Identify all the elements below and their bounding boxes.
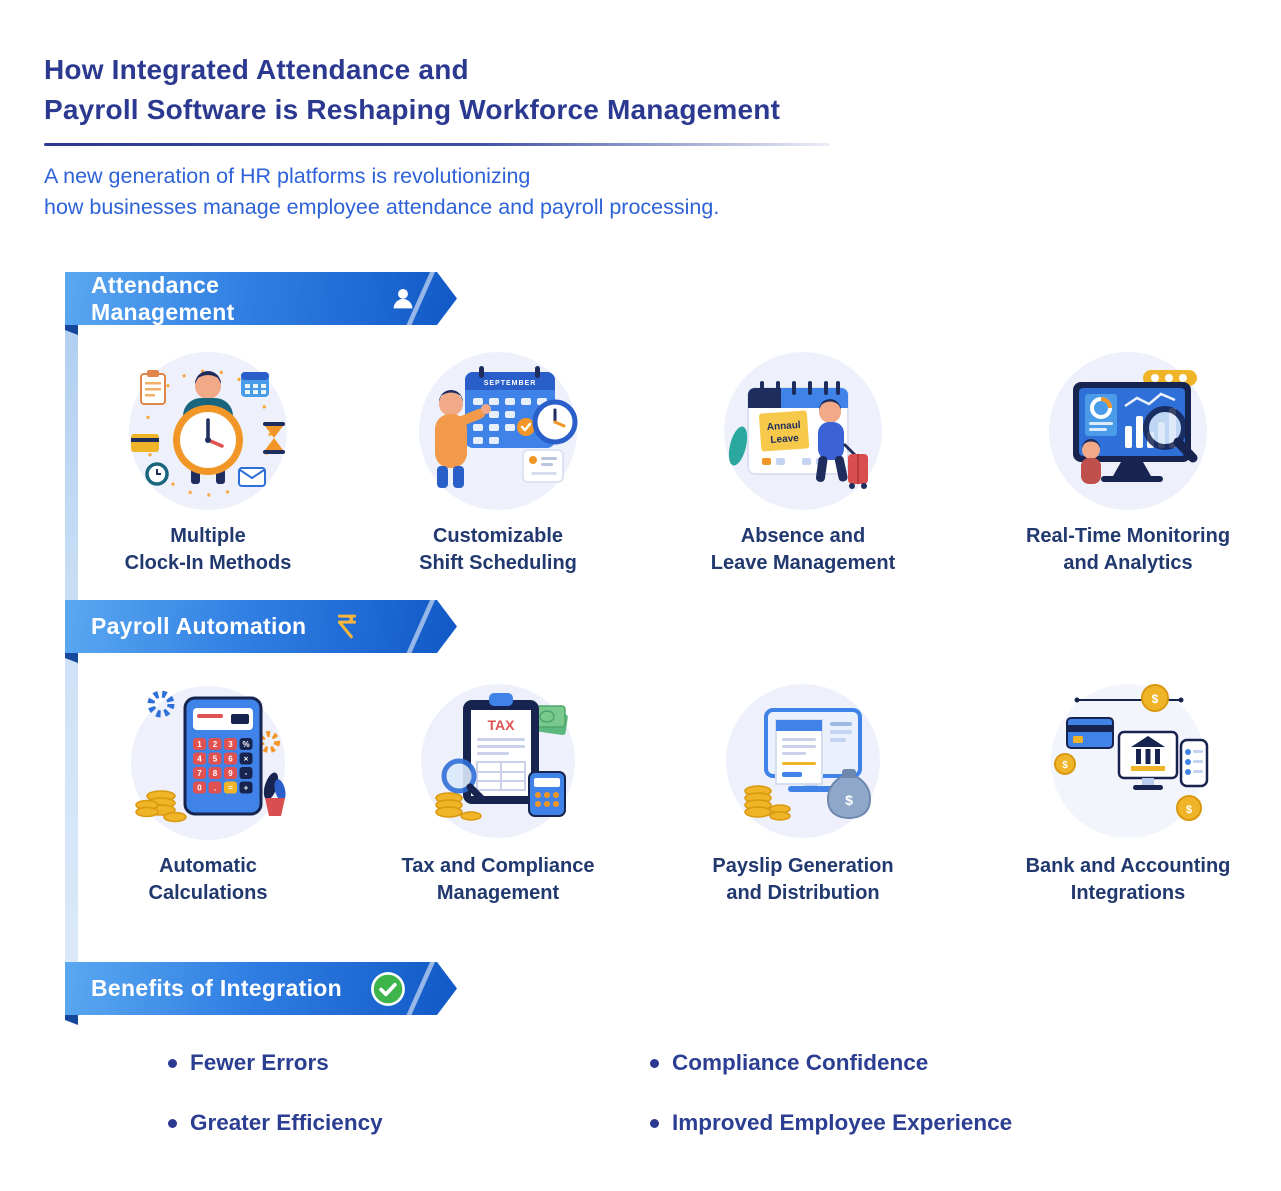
ribbon-sheen: [404, 596, 437, 658]
card-label: Multiple Clock-In Methods: [124, 525, 292, 574]
leave-management-illustration-svg: Annaul Leave: [724, 352, 882, 510]
svg-text:4: 4: [197, 755, 202, 764]
shift-scheduling-illustration-svg: SEPTEMBER: [419, 352, 578, 510]
ribbon-fold: [65, 1014, 78, 1025]
payroll-section-ribbon: Payroll Automation: [65, 600, 457, 653]
card-label: Bank and Accounting Integrations: [1025, 855, 1231, 904]
bank-integrations-illustration: $ $ $: [1043, 678, 1213, 848]
payslip-illustration-svg: $: [726, 684, 880, 838]
benefits-list: Fewer Errors Compliance Confidence Great…: [168, 1050, 1012, 1136]
tax-compliance-illustration-svg: TAX: [421, 684, 575, 838]
card-label: Payslip Generation and Distribution: [712, 855, 894, 904]
subtitle-line-1: A new generation of HR platforms is revo…: [44, 164, 531, 188]
page-subtitle: A new generation of HR platforms is revo…: [44, 161, 1234, 223]
svg-text:9: 9: [228, 769, 233, 778]
title-divider: [44, 143, 830, 146]
card-label: Tax and Compliance Management: [401, 855, 595, 904]
svg-text:5: 5: [213, 755, 218, 764]
money-bag-dollar: $: [845, 792, 853, 808]
benefits-section-ribbon: Benefits of Integration: [65, 962, 457, 1015]
svg-text:=: =: [228, 784, 233, 793]
bank-integrations-illustration-svg: $ $ $: [1051, 684, 1209, 838]
leave-note-line-2: Leave: [770, 433, 799, 446]
subtitle-line-2: how businesses manage employee attendanc…: [44, 195, 720, 219]
bullet-dot: [168, 1058, 177, 1068]
bullet-dot: [168, 1118, 177, 1128]
attendance-section-title: Attendance Management: [91, 271, 235, 325]
rupee-icon: [334, 612, 360, 642]
attendance-section-ribbon: Attendance Management: [65, 272, 457, 325]
bullet-dot: [650, 1118, 659, 1128]
title-line-1: How Integrated Attendance and: [44, 54, 469, 85]
card-shift-scheduling: SEPTEMBER Custom: [358, 348, 638, 577]
card-label: Real-Time Monitoring and Analytics: [1025, 525, 1231, 574]
svg-text:8: 8: [213, 769, 218, 778]
svg-text:-: -: [245, 769, 248, 778]
card-automatic-calculations: 1 2 3 % 4 5 6 × 7 8 9 - 0 . = +: [68, 678, 348, 907]
check-circle-icon: [370, 971, 406, 1007]
tax-compliance-illustration: TAX: [413, 678, 583, 848]
calculator-illustration: 1 2 3 % 4 5 6 × 7 8 9 - 0 . = +: [123, 678, 293, 848]
page-title: How Integrated Attendance and Payroll So…: [44, 50, 1234, 130]
card-monitoring-analytics: Real-Time Monitoring and Analytics: [988, 348, 1268, 577]
clock-in-illustration-svg: [129, 352, 287, 510]
payroll-section-title: Payroll Automation: [91, 613, 307, 639]
page-header: How Integrated Attendance and Payroll So…: [44, 50, 1234, 223]
tax-label: TAX: [488, 717, 516, 733]
svg-text:0: 0: [197, 784, 202, 793]
person-icon: [389, 285, 417, 313]
ribbon-fold: [65, 652, 78, 663]
svg-text:7: 7: [197, 769, 202, 778]
card-payslip-generation: $ Payslip Generation and Distribution: [663, 678, 943, 907]
benefit-item: Improved Employee Experience: [650, 1110, 1012, 1136]
benefit-item: Greater Efficiency: [168, 1110, 650, 1136]
coin-dollar: $: [1186, 804, 1192, 816]
card-bank-integrations: $ $ $ Bank and Accounting Integrations: [988, 678, 1268, 907]
coin-dollar: $: [1062, 760, 1068, 771]
card-clock-in-methods: Multiple Clock-In Methods: [68, 348, 348, 577]
svg-text:+: +: [244, 784, 249, 793]
card-label: Customizable Shift Scheduling: [419, 525, 577, 574]
ribbon-sheen: [404, 958, 437, 1020]
card-leave-management: Annaul Leave Absence and Leave Managemen…: [663, 348, 943, 577]
calculator-illustration-svg: 1 2 3 % 4 5 6 × 7 8 9 - 0 . = +: [131, 686, 286, 840]
benefit-item: Fewer Errors: [168, 1050, 650, 1076]
svg-text:2: 2: [213, 740, 218, 749]
card-tax-compliance: TAX Tax and Compliance Management: [358, 678, 638, 907]
calendar-month-label: SEPTEMBER: [484, 380, 537, 387]
benefit-item: Compliance Confidence: [650, 1050, 1012, 1076]
svg-text:.: .: [214, 784, 216, 793]
benefits-section-title: Benefits of Integration: [91, 975, 342, 1001]
title-line-2: Payroll Software is Reshaping Workforce …: [44, 94, 781, 125]
bullet-dot: [650, 1058, 659, 1068]
svg-text:3: 3: [228, 740, 233, 749]
leave-note-line-1: Annaul: [766, 420, 801, 433]
svg-text:1: 1: [197, 740, 202, 749]
ribbon-fold: [65, 324, 78, 335]
clock-in-illustration: [123, 348, 293, 518]
svg-text:×: ×: [244, 755, 249, 764]
coin-dollar: $: [1152, 692, 1159, 706]
payslip-illustration: $: [718, 678, 888, 848]
card-label: Absence and Leave Management: [710, 525, 896, 574]
monitoring-illustration: [1043, 348, 1213, 518]
shift-scheduling-illustration: SEPTEMBER: [413, 348, 583, 518]
svg-text:%: %: [242, 740, 249, 749]
leave-management-illustration: Annaul Leave: [718, 348, 888, 518]
svg-text:6: 6: [228, 755, 233, 764]
card-label: Automatic Calculations: [148, 855, 268, 904]
monitoring-illustration-svg: [1049, 352, 1207, 510]
